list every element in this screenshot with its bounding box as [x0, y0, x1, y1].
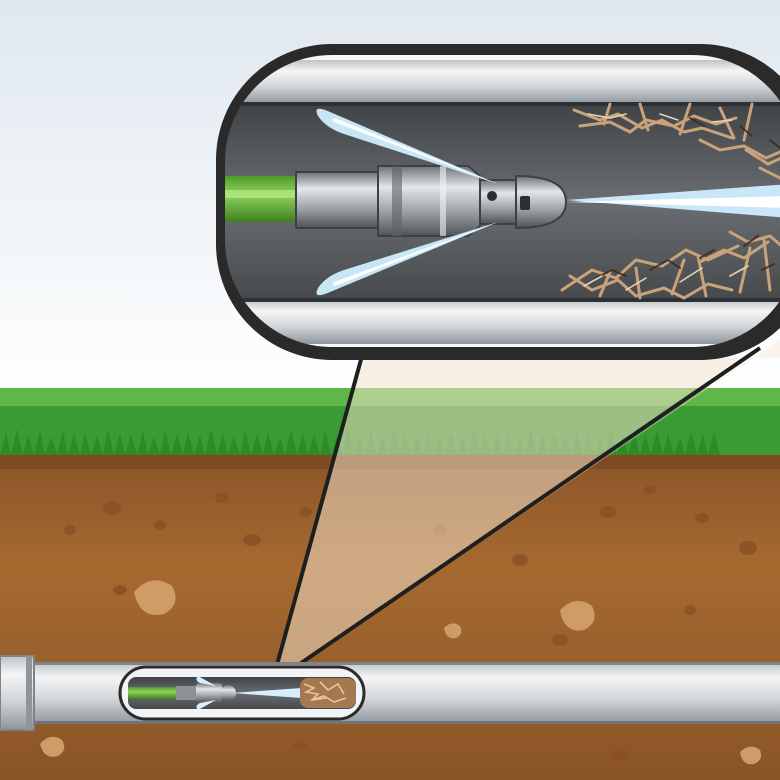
- sewer-jetter-nozzle-icon: [377, 165, 568, 237]
- soil-layer: [0, 455, 780, 780]
- pipe-cutaway-small: [118, 665, 366, 721]
- green-hose-icon: [222, 176, 300, 222]
- magnified-view: [216, 44, 780, 360]
- sewer-jetter-nozzle-icon: [196, 683, 236, 703]
- root-clog-icon: [560, 102, 780, 300]
- magnifier-line-right: [270, 346, 762, 685]
- magnifier-line-left: [270, 355, 364, 684]
- sewer-pipe: [0, 655, 780, 731]
- root-clog-icon: [300, 678, 356, 708]
- water-spray-icon: [196, 676, 319, 710]
- green-hose-icon: [128, 687, 176, 699]
- water-spray-icon: [316, 108, 780, 296]
